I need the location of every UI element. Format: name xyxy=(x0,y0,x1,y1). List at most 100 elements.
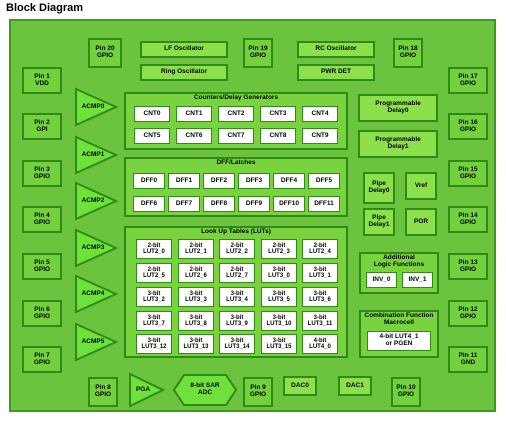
pin-7: Pin 7 GPIO xyxy=(22,346,62,373)
pin-8: Pin 8 GPIO xyxy=(88,377,118,407)
diagram-title: Block Diagram xyxy=(6,2,84,14)
acmp3-label: ACMP3 xyxy=(81,243,105,251)
lut2-5: 2-bit LUT2_5 xyxy=(136,263,172,283)
lut3-7: 3-bit LUT3_7 xyxy=(136,311,172,331)
dff4: DFF4 xyxy=(273,173,305,189)
por: POR xyxy=(405,208,437,236)
luts-title: Look Up Tables (LUTs) xyxy=(201,227,271,235)
acmp5-label: ACMP5 xyxy=(81,337,105,345)
lut3-12: 3-bit LUT3_12 xyxy=(136,334,172,354)
dff3: DFF3 xyxy=(238,173,270,189)
pin-1: Pin 1 VDD xyxy=(22,67,62,94)
lut3-14: 3-bit LUT3_14 xyxy=(219,334,255,354)
dff1: DFF1 xyxy=(168,173,200,189)
pin-4: Pin 4 GPIO xyxy=(22,206,62,233)
acmp5-triangle xyxy=(75,322,119,362)
pin-13: Pin 13 GPIO xyxy=(448,253,488,280)
lut3-4: 3-bit LUT3_4 xyxy=(219,287,255,307)
pipe-delay0: Pipe Delay0 xyxy=(363,172,395,204)
acmp4-label: ACMP4 xyxy=(81,289,105,297)
dff5: DFF5 xyxy=(308,173,340,189)
lut4-0: 4-bit LUT4_0 xyxy=(302,334,338,354)
dff-title: DFF/Latches xyxy=(216,158,256,166)
vref: Vref xyxy=(405,172,437,200)
additional-logic-title: Additional Logic Functions xyxy=(373,254,425,268)
inv-0: INV_0 xyxy=(366,272,397,288)
ring-oscillator: Ring Oscillator xyxy=(140,64,228,81)
pin-18: Pin 18 GPIO xyxy=(393,38,423,68)
pin-20: Pin 20 GPIO xyxy=(88,38,122,68)
lut2-2: 2-bit LUT2_2 xyxy=(219,239,255,259)
lut2-1: 2-bit LUT2_1 xyxy=(178,239,214,259)
pin-19: Pin 19 GPIO xyxy=(243,38,273,68)
cnt7: CNT7 xyxy=(218,128,254,144)
pin-3: Pin 3 GPIO xyxy=(22,160,62,187)
acmp3-triangle xyxy=(75,228,119,268)
lut3-8: 3-bit LUT3_8 xyxy=(178,311,214,331)
rc-oscillator: RC Oscillator xyxy=(297,41,375,58)
dff2: DFF2 xyxy=(203,173,235,189)
lut3-9: 3-bit LUT3_9 xyxy=(219,311,255,331)
dff7: DFF7 xyxy=(168,196,200,212)
pin-17: Pin 17 GPIO xyxy=(448,67,488,94)
combination-macrocell-title: Combination Function Macrocell xyxy=(364,312,434,326)
lf-oscillator: LF Oscillator xyxy=(140,41,228,58)
pga-label: PGA xyxy=(135,385,151,393)
acmp0-label: ACMP0 xyxy=(81,102,105,110)
dff6: DFF6 xyxy=(133,196,165,212)
lut4-1-pgen: 4-bit LUT4_1 or PGEN xyxy=(367,331,431,351)
pga-triangle xyxy=(129,372,166,408)
counters-title: Counters/Delay Generators xyxy=(193,93,279,101)
lut3-0: 3-bit LUT3_0 xyxy=(261,263,297,283)
cnt0: CNT0 xyxy=(134,106,170,122)
lut2-4: 2-bit LUT2_4 xyxy=(302,239,338,259)
pin-6: Pin 6 GPIO xyxy=(22,300,62,327)
lut3-2: 3-bit LUT3_2 xyxy=(136,287,172,307)
lut3-10: 3-bit LUT3_10 xyxy=(261,311,297,331)
cnt9: CNT9 xyxy=(302,128,338,144)
cnt6: CNT6 xyxy=(176,128,212,144)
inv-1: INV_1 xyxy=(402,272,433,288)
lut3-11: 3-bit LUT3_11 xyxy=(302,311,338,331)
pin-16: Pin 16 GPIO xyxy=(448,113,488,140)
pin-11: Pin 11 GND xyxy=(448,346,488,373)
pin-5: Pin 5 GPIO xyxy=(22,253,62,280)
lut2-0: 2-bit LUT2_0 xyxy=(136,239,172,259)
dff8: DFF8 xyxy=(203,196,235,212)
pin-9: Pin 9 GPIO xyxy=(243,377,273,407)
lut2-7: 2-bit LUT2_7 xyxy=(219,263,255,283)
lut3-5: 3-bit LUT3_5 xyxy=(261,287,297,307)
cnt2: CNT2 xyxy=(218,106,254,122)
adc-hexagon xyxy=(172,374,238,406)
lut3-15: 3-bit LUT3_15 xyxy=(261,334,297,354)
pin-14: Pin 14 GPIO xyxy=(448,206,488,233)
dac1: DAC1 xyxy=(338,376,372,396)
dff10: DFF10 xyxy=(273,196,305,212)
pin-15: Pin 15 GPIO xyxy=(448,160,488,187)
programmable-delay0: Programmable Delay0 xyxy=(358,94,438,122)
cnt4: CNT4 xyxy=(302,106,338,122)
lut3-6: 3-bit LUT3_6 xyxy=(302,287,338,307)
pwr-det: PWR DET xyxy=(297,64,375,81)
pin-2: Pin 2 GPI xyxy=(22,113,62,140)
dac0: DAC0 xyxy=(283,376,317,396)
cnt3: CNT3 xyxy=(260,106,296,122)
lut3-1: 3-bit LUT3_1 xyxy=(302,263,338,283)
pin-12: Pin 12 GPIO xyxy=(448,300,488,327)
acmp4-triangle xyxy=(75,274,119,314)
acmp1-triangle xyxy=(75,135,119,175)
acmp2-triangle xyxy=(75,181,119,221)
dff11: DFF11 xyxy=(308,196,340,212)
lut3-3: 3-bit LUT3_3 xyxy=(178,287,214,307)
lut2-3: 2-bit LUT2_3 xyxy=(261,239,297,259)
acmp1-label: ACMP1 xyxy=(81,150,105,158)
dff0: DFF0 xyxy=(133,173,165,189)
cnt5: CNT5 xyxy=(134,128,170,144)
acmp2-label: ACMP2 xyxy=(81,196,105,204)
pipe-delay1: Pipe Delay1 xyxy=(363,208,395,236)
pin-10: Pin 10 GPIO xyxy=(391,377,421,407)
acmp0-triangle xyxy=(75,87,119,127)
dff9: DFF9 xyxy=(238,196,270,212)
adc-label: 8-bit SAR ADC xyxy=(190,382,220,396)
